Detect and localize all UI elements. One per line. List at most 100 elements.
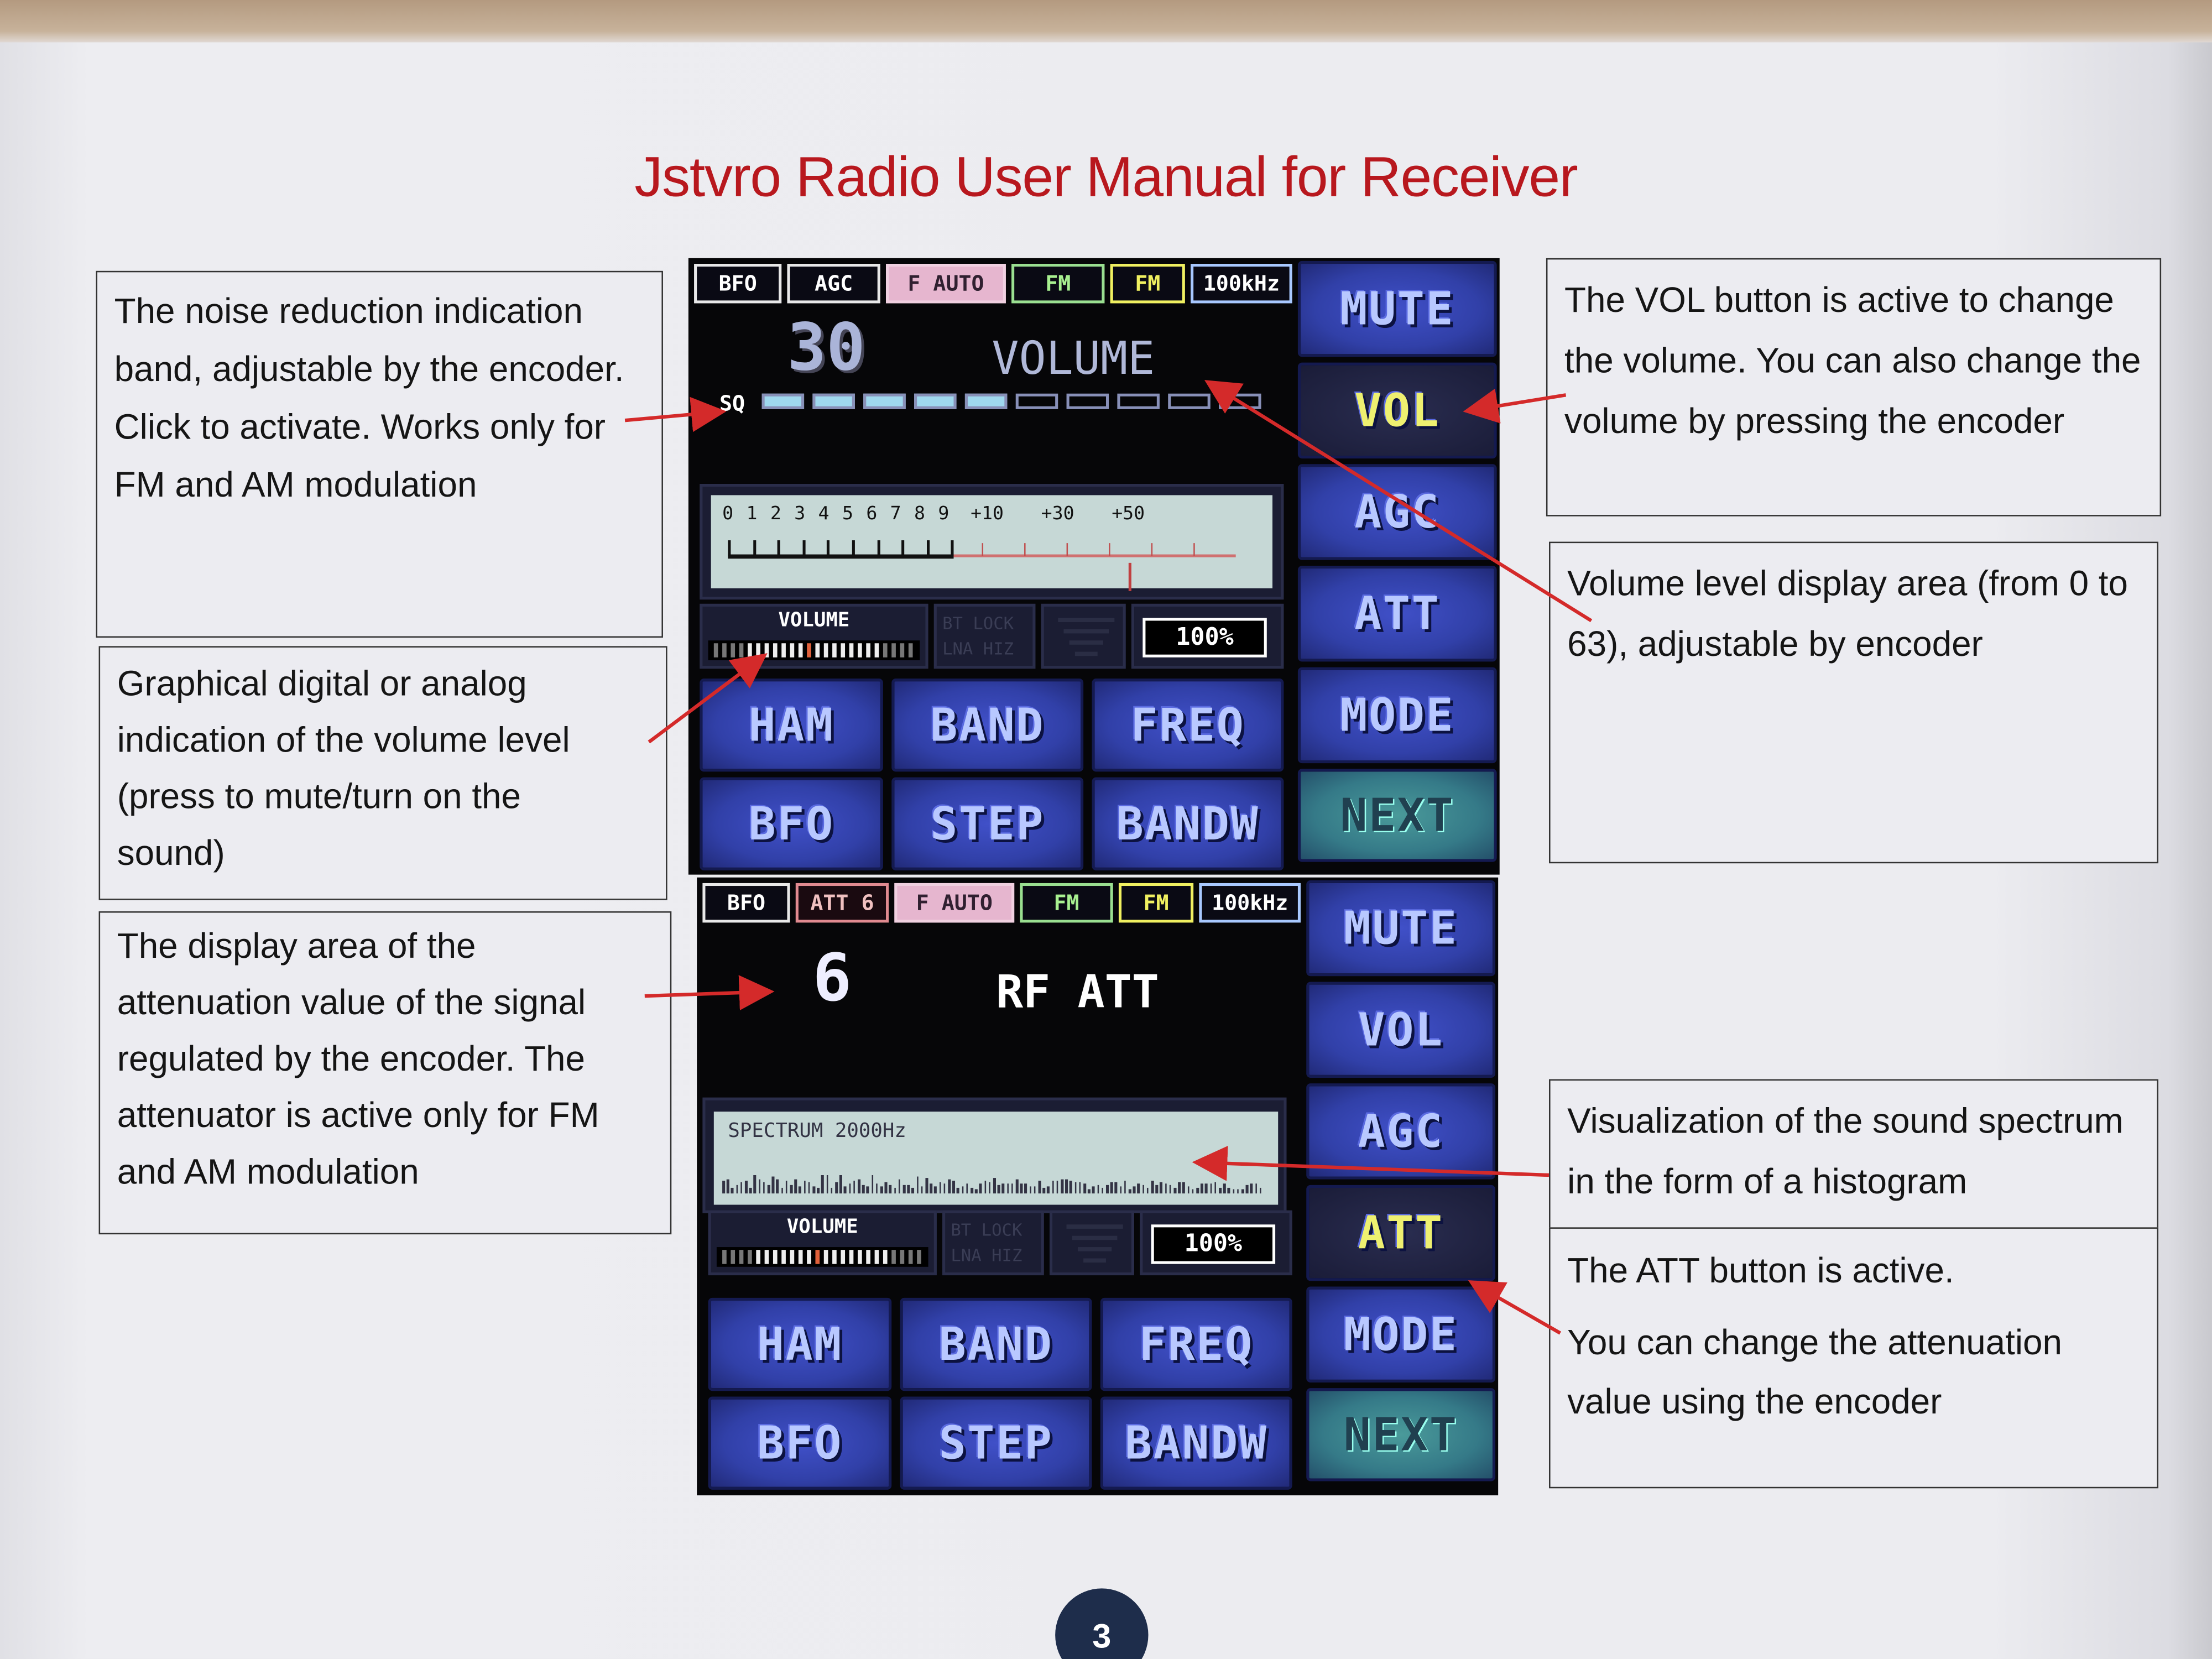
- button-vol[interactable]: VOL: [1297, 362, 1497, 459]
- button-band[interactable]: BAND: [900, 1297, 1092, 1391]
- status-agc[interactable]: AGC: [787, 264, 880, 304]
- button-bandw[interactable]: BANDW: [1092, 777, 1284, 870]
- spectrum-bar: [961, 1186, 964, 1194]
- meter-tick-red: [1024, 543, 1026, 556]
- spectrum-bar: [1029, 1186, 1032, 1194]
- volume-bar-tick: [798, 643, 803, 658]
- spectrum-bar: [1052, 1181, 1054, 1194]
- button-att[interactable]: ATT: [1297, 565, 1497, 662]
- volume-bar-tick: [790, 643, 795, 658]
- spectrum-bar: [1002, 1183, 1005, 1194]
- button-mode[interactable]: MODE: [1297, 667, 1497, 764]
- meter-scale-label: 4: [818, 503, 830, 525]
- status-100khz[interactable]: 100kHz: [1191, 264, 1292, 304]
- status-f-auto[interactable]: F AUTO: [894, 883, 1015, 923]
- volume-bar-tick: [815, 643, 820, 658]
- percent-display[interactable]: 100%: [1142, 618, 1267, 658]
- note-line: volume by pressing the encoder: [1564, 402, 2065, 442]
- spectrum-bar: [1056, 1181, 1059, 1194]
- button-bfo[interactable]: BFO: [708, 1396, 892, 1490]
- percent-panel: 100%: [1131, 603, 1284, 669]
- button-mute[interactable]: MUTE: [1297, 260, 1497, 357]
- button-mute[interactable]: MUTE: [1306, 880, 1496, 977]
- spectrum-bar: [988, 1182, 991, 1194]
- filter-line: [1063, 629, 1109, 634]
- note-line: indication of the volume level: [117, 721, 570, 760]
- button-band[interactable]: BAND: [891, 679, 1084, 772]
- button-vol[interactable]: VOL: [1306, 982, 1496, 1078]
- spectrum-bar: [740, 1182, 743, 1194]
- percent-display[interactable]: 100%: [1151, 1224, 1276, 1264]
- spectrum-bar: [1133, 1186, 1135, 1194]
- volume-bar-tick: [866, 643, 870, 658]
- spectrum-bar: [911, 1187, 914, 1194]
- button-step[interactable]: STEP: [891, 777, 1084, 870]
- status-fm[interactable]: FM: [1118, 883, 1194, 923]
- note-line: regulated by the encoder. The: [117, 1040, 585, 1079]
- spectrum-bar: [1047, 1186, 1050, 1194]
- filter-line: [1066, 1224, 1123, 1229]
- button-mode[interactable]: MODE: [1306, 1286, 1496, 1383]
- status-fm[interactable]: FM: [1011, 264, 1105, 304]
- note-line: You can change the attenuation: [1567, 1323, 2063, 1363]
- meter-tick-red: [1151, 543, 1153, 556]
- volume-bar-tick: [900, 643, 905, 658]
- status-100khz[interactable]: 100kHz: [1199, 883, 1301, 923]
- button-bfo[interactable]: BFO: [700, 777, 883, 870]
- meter-scale-label: 1: [746, 503, 758, 525]
- button-step[interactable]: STEP: [900, 1396, 1092, 1490]
- meter-tick: [728, 540, 731, 556]
- status-bfo[interactable]: BFO: [694, 264, 782, 304]
- volume-control[interactable]: VOLUME: [708, 1210, 937, 1276]
- spectrum-bar: [1006, 1183, 1009, 1194]
- button-agc[interactable]: AGC: [1297, 464, 1497, 560]
- button-next[interactable]: NEXT: [1306, 1388, 1496, 1481]
- spectrum-bar: [826, 1175, 828, 1194]
- spectrum-bar: [898, 1179, 901, 1194]
- filter-line: [1069, 640, 1103, 645]
- spectrum-bar: [1146, 1187, 1149, 1194]
- button-bandw[interactable]: BANDW: [1100, 1396, 1292, 1490]
- spectrum-bar: [1092, 1186, 1095, 1194]
- button-agc[interactable]: AGC: [1306, 1083, 1496, 1180]
- value-display: 6: [812, 939, 852, 1016]
- button-freq[interactable]: FREQ: [1092, 679, 1284, 772]
- status-f-auto[interactable]: F AUTO: [886, 264, 1006, 304]
- spectrum-bar: [1142, 1185, 1145, 1194]
- note-line: sound): [117, 833, 225, 874]
- spectrum-bar: [835, 1182, 838, 1194]
- button-next[interactable]: NEXT: [1297, 769, 1497, 862]
- spectrum-bar: [1070, 1181, 1072, 1194]
- filter-icon[interactable]: [1049, 1210, 1135, 1276]
- status-att-6[interactable]: ATT 6: [795, 883, 889, 923]
- filter-icon[interactable]: [1041, 603, 1126, 669]
- volume-control[interactable]: VOLUME: [700, 603, 928, 669]
- spectrum-bar: [1020, 1183, 1022, 1194]
- button-att[interactable]: ATT: [1306, 1185, 1496, 1281]
- spectrum-bar: [735, 1185, 738, 1194]
- spectrum-bar: [1223, 1183, 1226, 1194]
- status-fm[interactable]: FM: [1110, 264, 1185, 304]
- meter-tick: [778, 540, 781, 556]
- status-fm[interactable]: FM: [1020, 883, 1113, 923]
- note-att-button: The ATT button is active.You can change …: [1548, 1227, 2159, 1489]
- volume-bar-tick: [849, 1250, 854, 1264]
- volume-bar[interactable]: [708, 640, 920, 660]
- button-ham[interactable]: HAM: [708, 1297, 892, 1391]
- spectrum-bar: [754, 1175, 757, 1194]
- status-bfo[interactable]: BFO: [702, 883, 790, 923]
- volume-bar-tick: [764, 1250, 769, 1264]
- meter-scale-label: +50: [1112, 503, 1145, 525]
- volume-bar-tick: [807, 1250, 811, 1264]
- filter-line: [1077, 1247, 1112, 1251]
- button-freq[interactable]: FREQ: [1100, 1297, 1292, 1391]
- arrow-att-value: [644, 975, 775, 1010]
- spectrum-bar: [790, 1185, 792, 1194]
- button-ham[interactable]: HAM: [700, 679, 883, 772]
- spectrum-bar: [844, 1186, 847, 1194]
- volume-bar[interactable]: [716, 1247, 928, 1267]
